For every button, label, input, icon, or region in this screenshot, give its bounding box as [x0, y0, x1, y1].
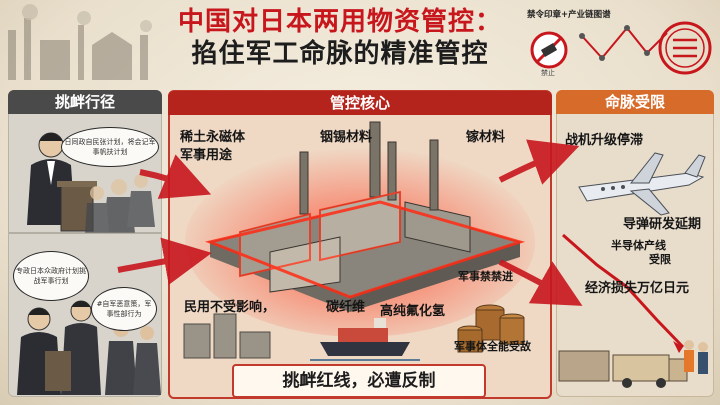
stamp-chain-card: 禁令印章+产业链图谱 禁止 [527, 8, 712, 78]
label-gallium: 镓材料 [466, 130, 506, 145]
left-panel-title: 挑衅行径 [8, 90, 162, 114]
speech-bubble-2: 专政日本众政府计划挑战军事行划 [13, 251, 89, 301]
label-civil-unaffected: 民用不受影响， [184, 300, 276, 315]
label-fighter-stalled: 战机升级停滞 [565, 133, 644, 148]
right-panel: 命脉受限 战机升级停滞 导弹研发延期 [556, 90, 714, 397]
label-rare-earth: 稀土永磁体 [180, 130, 246, 145]
bottom-slogan: 挑衅红线，必遭反制 [232, 364, 486, 398]
label-carbon-fiber: 碳纤维 [326, 300, 366, 315]
speech-bubble-3: #自军恶意策，军事性部行为 [91, 287, 157, 331]
seal-small-text: 禁止 [541, 69, 555, 77]
title-line-1: 中国对日本两用物资管控： [177, 7, 502, 37]
ban-seal-icon [530, 21, 712, 75]
label-economic-loss: 经济损失万亿日元 [585, 281, 690, 296]
page-title: 中国对日本两用物资管控： 掐住军工命脉的精准管控 [170, 6, 510, 70]
center-panel-title: 管控核心 [168, 91, 552, 115]
label-military-ban: 军事禁禁进 [458, 270, 513, 283]
label-missile-delayed: 导弹研发延期 [623, 217, 702, 232]
glowing-factory-illustration [183, 121, 535, 361]
label-military-use: 军事用途 [180, 148, 233, 163]
label-hf: 高纯氟化氢 [380, 304, 446, 319]
impact-illustration [558, 152, 708, 388]
label-semiconductor-line1: 半导体产线 [611, 239, 666, 252]
center-panel: 管控核心 [168, 90, 552, 399]
stamp-caption: 禁令印章+产业链图谱 [527, 10, 611, 20]
speech-bubble-1: 日同政自民张计划，将会记军事帆扶计划 [61, 127, 159, 167]
left-panel: 挑衅行径 [8, 90, 162, 397]
background-factory-sketch [8, 4, 152, 80]
title-line-2: 掐住军工命脉的精准管控 [191, 39, 489, 69]
politicians-illustration [9, 132, 161, 395]
label-military-all: 军事体全能受敌 [454, 340, 531, 353]
label-semiconductor-line2: 受限 [649, 253, 671, 266]
right-panel-title: 命脉受限 [556, 90, 714, 114]
label-indium-tin: 铟锡材料 [320, 130, 373, 145]
